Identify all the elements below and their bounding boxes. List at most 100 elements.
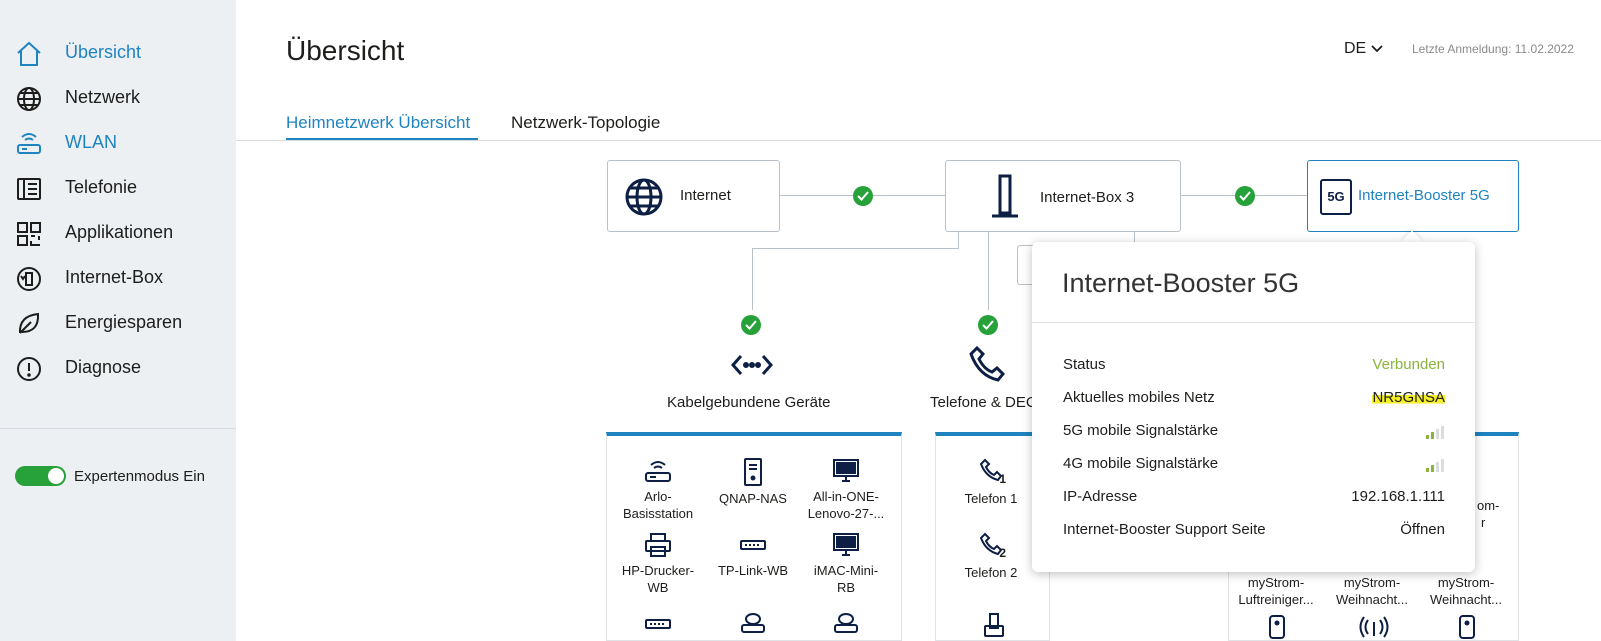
sidebar-item-uebersicht[interactable]: Übersicht (0, 32, 236, 72)
phone-icon: 2 (976, 532, 1006, 562)
check-icon (853, 186, 873, 206)
ip-address-value: 192.168.1.111 (1351, 488, 1445, 505)
chevron-down-icon (1371, 45, 1383, 53)
popup-row-support: Internet-Booster Support Seite Öffnen (1063, 521, 1445, 543)
language-selector[interactable]: DE (1344, 40, 1383, 58)
sidebar-item-label: Diagnose (65, 357, 142, 377)
nas-icon (744, 458, 762, 486)
row-key: 5G mobile Signalstärke (1063, 422, 1219, 439)
smart-plug-icon (1459, 615, 1475, 639)
device-name: myStrom- Weihnacht... (1335, 575, 1409, 607)
link-wired-down (752, 248, 753, 310)
phone-icon: 1 (976, 458, 1006, 488)
sidebar-item-internet-box[interactable]: Internet-Box (0, 257, 236, 297)
sidebar-item-diagnose[interactable]: Diagnose (0, 347, 236, 387)
monitor-icon (833, 533, 859, 556)
sidebar-divider (0, 428, 236, 429)
sidebar-item-label: Netzwerk (65, 87, 141, 107)
popup-row-5g-signal: 5G mobile Signalstärke (1063, 422, 1445, 444)
expert-mode-toggle[interactable] (15, 466, 66, 486)
category-phones-label: Telefone & DECT (930, 394, 1046, 411)
device-mystrom-weihnacht-2[interactable]: myStrom- Weihnacht... (1421, 574, 1511, 608)
device-name-partial: r (1481, 515, 1486, 530)
leaf-icon (18, 312, 40, 334)
link-box-phones (988, 232, 989, 310)
sidebar-item-netzwerk[interactable]: Netzwerk (0, 77, 236, 117)
alert-circle-icon (17, 357, 41, 381)
mobile-network-value: NR5GNSA (1372, 389, 1445, 406)
node-internet-booster[interactable]: 5G Internet-Booster 5G (1307, 160, 1519, 232)
switch-icon (645, 619, 671, 629)
link-box-wired (958, 232, 959, 249)
device-name: iMAC-Mini- RB (813, 563, 879, 595)
popup-row-mobile-network: Aktuelles mobiles Netz NR5GNSA (1063, 389, 1445, 411)
device-qnap[interactable]: QNAP-NAS (708, 458, 798, 507)
sidebar-item-label: Energiesparen (65, 312, 183, 332)
booster-details-popup: Internet-Booster 5G Status Verbunden Akt… (1032, 242, 1475, 572)
node-internet-box[interactable]: Internet-Box 3 (945, 160, 1181, 232)
home-icon (17, 41, 41, 66)
device-name: Telefon 1 (964, 491, 1018, 506)
popup-row-status: Status Verbunden (1063, 356, 1445, 378)
device-mystrom-luftreiniger[interactable]: myStrom- Luftreiniger... (1231, 574, 1321, 608)
sidebar-item-label: WLAN (65, 132, 118, 152)
device-telefon-1[interactable]: 1 Telefon 1 (946, 458, 1036, 507)
wireless-signal-icon (1359, 616, 1389, 638)
sidebar-item-label: Übersicht (65, 42, 142, 62)
check-icon (978, 315, 998, 335)
row-key: Aktuelles mobiles Netz (1063, 389, 1215, 406)
device-name: myStrom- Weihnacht... (1429, 575, 1503, 607)
device-name: TP-Link-WB (717, 563, 789, 578)
node-internet-label: Internet (680, 187, 731, 204)
phone-number: 2 (999, 546, 1006, 560)
device-arlo[interactable]: Arlo- Basisstation (613, 458, 703, 522)
phones-panel: 1 Telefon 1 2 Telefon 2 (935, 432, 1050, 641)
dect-base-icon (984, 613, 1004, 637)
device-telefon-2[interactable]: 2 Telefon 2 (946, 532, 1036, 581)
globe-icon (17, 87, 41, 111)
tabs-divider (236, 140, 1601, 141)
wired-devices-panel: Arlo- Basisstation QNAP-NAS All-in-ONE- … (606, 432, 902, 641)
row-key: 4G mobile Signalstärke (1063, 455, 1219, 472)
tab-heimnetzwerk-uebersicht[interactable]: Heimnetzwerk Übersicht (286, 113, 471, 132)
expert-mode-label: Expertenmodus Ein (74, 468, 205, 485)
sidebar-item-label: Internet-Box (65, 267, 164, 287)
router-box-icon (992, 174, 1018, 218)
box-refresh-icon (17, 267, 41, 291)
popup-row-4g-signal: 4G mobile Signalstärke (1063, 455, 1445, 477)
tab-netzwerk-topologie[interactable]: Netzwerk-Topologie (511, 113, 661, 132)
device-imac-mini[interactable]: iMAC-Mini- RB (801, 532, 891, 596)
device-tp-link[interactable]: TP-Link-WB (708, 532, 798, 579)
row-key: IP-Adresse (1063, 488, 1138, 505)
speaker-device-icon (741, 613, 765, 633)
device-name: QNAP-NAS (719, 491, 787, 506)
row-key: Internet-Booster Support Seite (1063, 521, 1266, 538)
device-mystrom-weihnacht-1[interactable]: myStrom- Weihnacht... (1327, 574, 1417, 608)
support-open-link[interactable]: Öffnen (1400, 521, 1445, 538)
printer-icon (645, 533, 671, 557)
smart-plug-icon (1269, 615, 1285, 639)
device-lenovo[interactable]: All-in-ONE- Lenovo-27-... (801, 458, 891, 522)
sidebar-item-wlan[interactable]: WLAN (0, 122, 236, 162)
device-name: Arlo- Basisstation (622, 489, 694, 521)
category-wired-label: Kabelgebundene Geräte (667, 394, 831, 411)
toggle-knob (48, 468, 64, 484)
sidebar-item-applikationen[interactable]: Applikationen (0, 212, 236, 252)
globe-icon (625, 178, 663, 216)
device-hp-printer[interactable]: HP-Drucker- WB (613, 532, 703, 596)
page-title: Übersicht (286, 35, 405, 66)
sidebar-item-energiesparen[interactable]: Energiesparen (0, 302, 236, 342)
sidebar-item-label: Telefonie (65, 177, 138, 197)
device-name-partial: om- (1477, 498, 1500, 513)
speaker-device-icon (834, 613, 858, 633)
apps-grid-icon (17, 222, 41, 246)
signal-strength-icon (1426, 426, 1444, 439)
wifi-router-icon (17, 133, 41, 154)
sidebar-item-telefonie[interactable]: Telefonie (0, 167, 236, 207)
row-key: Status (1063, 356, 1106, 373)
phone-handset-icon (969, 345, 1006, 382)
node-internet[interactable]: Internet (607, 160, 780, 232)
router-icon (645, 461, 671, 482)
switch-icon (740, 540, 766, 550)
link-box-right (1134, 232, 1135, 248)
